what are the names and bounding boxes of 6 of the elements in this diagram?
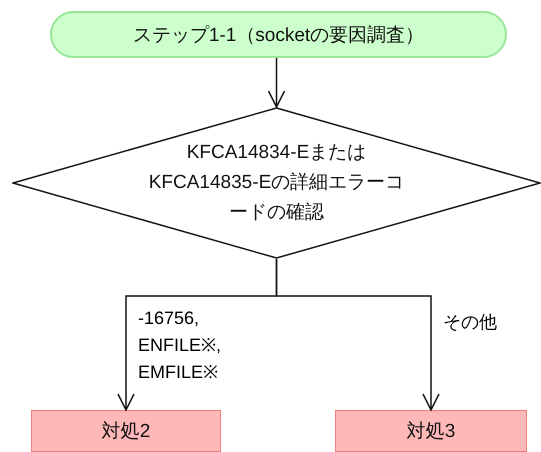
decision-diamond: KFCA14834-EまたはKFCA14835-Eの詳細エラーコードの確認	[12, 107, 541, 259]
process-box: 対処3	[335, 410, 527, 452]
start-terminal: ステップ1-1（socketの要因調査）	[50, 11, 507, 58]
arrow	[276, 259, 440, 411]
arrow	[268, 58, 286, 108]
process-box: 対処2	[31, 410, 221, 452]
